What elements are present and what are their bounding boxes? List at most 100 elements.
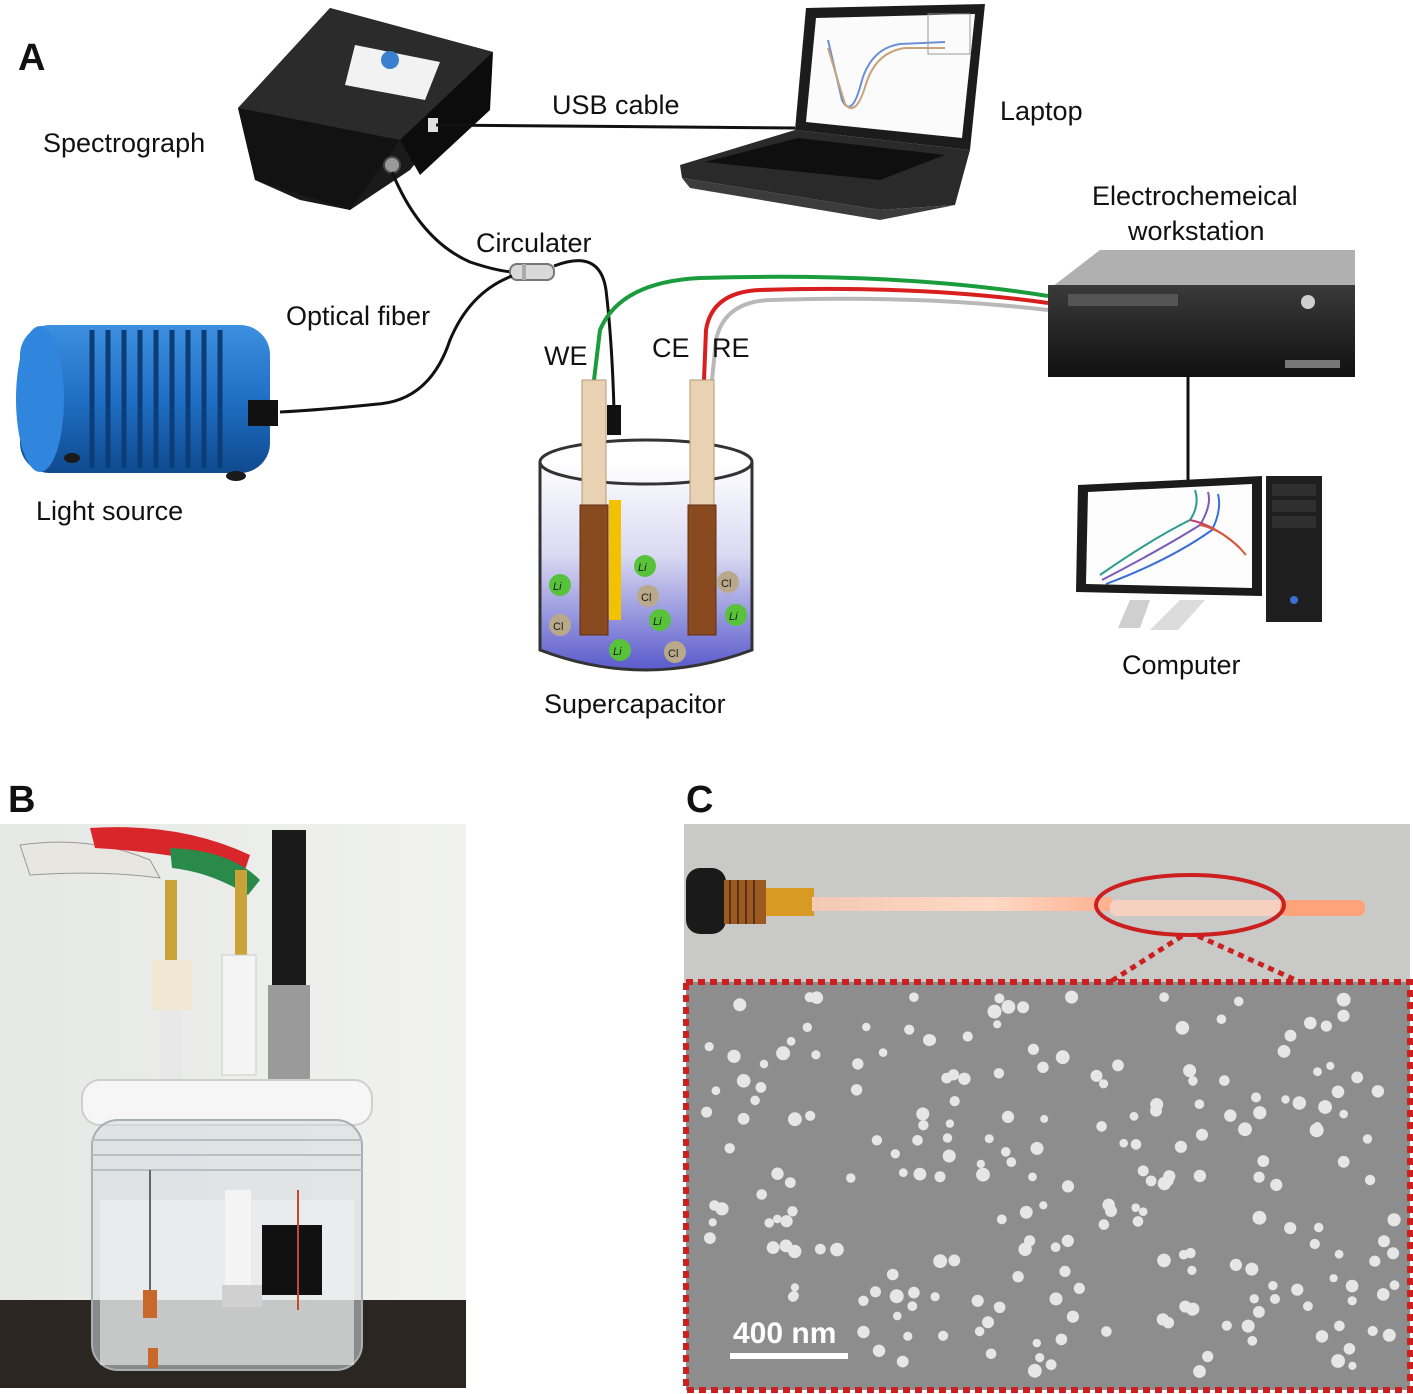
nanoparticle bbox=[1292, 1096, 1307, 1110]
nanoparticle bbox=[750, 1095, 760, 1106]
nanoparticle bbox=[1270, 1178, 1283, 1191]
usb-cable bbox=[435, 123, 796, 130]
nanoparticle bbox=[766, 1241, 780, 1254]
cl-ion-2-label: Cl bbox=[641, 592, 651, 604]
nanoparticle bbox=[896, 1355, 909, 1368]
nanoparticle bbox=[790, 1283, 800, 1292]
nanoparticle bbox=[993, 1068, 1005, 1079]
nanoparticle bbox=[1291, 1283, 1304, 1296]
nanoparticle bbox=[830, 1242, 844, 1257]
nanoparticle bbox=[733, 998, 747, 1012]
nanoparticle bbox=[704, 1042, 714, 1052]
nanoparticle bbox=[711, 1086, 721, 1096]
li-ion-4-label: Li bbox=[613, 646, 622, 658]
nanoparticle bbox=[780, 1215, 793, 1228]
nanoparticle bbox=[1098, 1219, 1110, 1230]
nanoparticle bbox=[942, 1149, 956, 1163]
nanoparticle bbox=[1221, 1320, 1232, 1331]
sem-nanoparticles bbox=[701, 990, 1401, 1378]
nanoparticle bbox=[1252, 1210, 1267, 1225]
nanoparticle bbox=[942, 1133, 953, 1143]
nanoparticle bbox=[1284, 1222, 1297, 1235]
cl-ion-1: Cl bbox=[549, 614, 571, 636]
nanoparticle bbox=[776, 1046, 791, 1061]
nanoparticle bbox=[1145, 1175, 1157, 1187]
li-ion-5-label: Li bbox=[729, 611, 738, 623]
nanoparticle bbox=[923, 1034, 935, 1046]
nanoparticle bbox=[1032, 1338, 1042, 1348]
panel-a-letter: A bbox=[18, 37, 45, 79]
cl-ion-4: Cl bbox=[717, 571, 739, 593]
li-ion-1-label: Li bbox=[553, 581, 562, 593]
nanoparticle bbox=[947, 1069, 960, 1081]
nanoparticle bbox=[1362, 1134, 1373, 1144]
nanoparticle bbox=[984, 1134, 994, 1144]
nanoparticle bbox=[904, 1024, 915, 1035]
ce-label: CE bbox=[652, 333, 690, 363]
nanoparticle bbox=[1055, 1050, 1070, 1065]
nanoparticle bbox=[759, 1059, 769, 1069]
re-label: RE bbox=[712, 333, 750, 363]
nanoparticle bbox=[1364, 1174, 1376, 1186]
nanoparticle bbox=[982, 1316, 994, 1329]
nanoparticle bbox=[1387, 1247, 1400, 1260]
nanoparticle bbox=[1351, 1071, 1364, 1084]
workstation-label-line1: Electrochemeical bbox=[1092, 181, 1298, 211]
nanoparticle bbox=[1045, 1359, 1057, 1371]
nanoparticle bbox=[1119, 1138, 1128, 1148]
nanoparticle bbox=[1247, 1335, 1258, 1346]
zoom-line-right bbox=[1196, 933, 1302, 985]
nanoparticle bbox=[1129, 1111, 1139, 1121]
nanoparticle bbox=[789, 1290, 799, 1301]
spectrograph-label: Spectrograph bbox=[43, 128, 205, 158]
nanoparticle bbox=[1253, 1106, 1267, 1120]
nanoparticle bbox=[1251, 1092, 1261, 1103]
nanoparticle bbox=[1159, 992, 1169, 1002]
nanoparticle bbox=[804, 992, 815, 1003]
nanoparticle bbox=[1150, 1098, 1164, 1111]
nanoparticle bbox=[1376, 1288, 1390, 1301]
light-source-device bbox=[16, 325, 278, 481]
nanoparticle bbox=[974, 1326, 985, 1337]
nanoparticle bbox=[805, 1110, 816, 1121]
nanoparticle bbox=[708, 1218, 717, 1227]
nanoparticle bbox=[918, 1120, 929, 1131]
nanoparticle bbox=[701, 1106, 713, 1118]
nanoparticle bbox=[1245, 1262, 1259, 1276]
nanoparticle bbox=[962, 1031, 973, 1042]
nanoparticle bbox=[784, 1177, 796, 1188]
nanoparticle bbox=[1345, 1279, 1359, 1293]
panel-c: C 400 nm bbox=[683, 779, 1413, 1393]
nanoparticle bbox=[764, 1218, 774, 1228]
nanoparticle bbox=[1257, 1155, 1270, 1167]
nanoparticle bbox=[1019, 1205, 1033, 1219]
cl-ion-3-label: Cl bbox=[668, 648, 678, 660]
usb-cable-label: USB cable bbox=[552, 90, 680, 120]
nanoparticle bbox=[1331, 1354, 1345, 1368]
nanoparticle bbox=[1309, 1238, 1320, 1250]
nanoparticle bbox=[1249, 1294, 1259, 1304]
nanoparticle bbox=[1337, 1155, 1350, 1168]
nanoparticle bbox=[1179, 1300, 1192, 1313]
fiber-circulator-to-probe bbox=[553, 259, 616, 411]
scale-bar-label: 400 nm bbox=[733, 1317, 836, 1350]
li-ion-1: Li bbox=[549, 574, 571, 596]
nanoparticle bbox=[1348, 1361, 1357, 1370]
nanoparticle bbox=[1277, 1045, 1291, 1058]
supercapacitor-beaker bbox=[538, 379, 754, 672]
nanoparticle bbox=[737, 1112, 750, 1125]
light-source-label: Light source bbox=[36, 496, 183, 526]
nanoparticle bbox=[1193, 1169, 1207, 1183]
nanoparticle bbox=[958, 1072, 971, 1086]
nanoparticle bbox=[858, 1295, 869, 1307]
laptop-label: Laptop bbox=[1000, 96, 1083, 126]
nanoparticle bbox=[1304, 1016, 1317, 1030]
nanoparticle bbox=[1347, 1296, 1357, 1306]
nanoparticle bbox=[938, 1330, 949, 1341]
workstation-label-line2: workstation bbox=[1127, 216, 1265, 246]
nanoparticle bbox=[893, 1311, 902, 1321]
nanoparticle bbox=[1001, 1110, 1015, 1123]
we-label: WE bbox=[544, 341, 588, 371]
nanoparticle bbox=[1188, 1076, 1198, 1086]
fiber-circulator-to-light-source bbox=[279, 274, 513, 414]
